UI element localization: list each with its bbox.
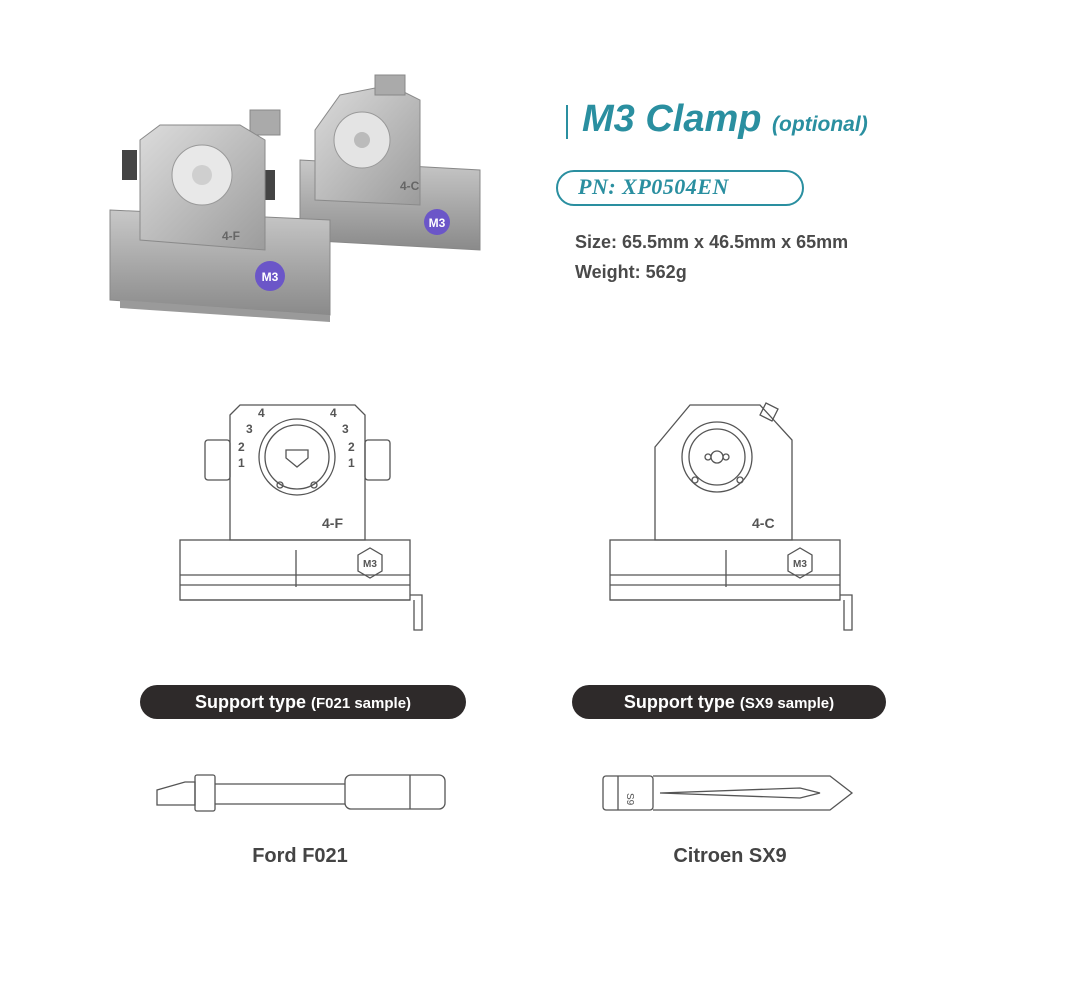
support-sample-f021: (F021 sample) — [310, 695, 412, 712]
scale-right-4: 4 — [330, 406, 337, 420]
scale-left-1: 1 — [238, 456, 245, 470]
drawing-code-f: 4-F — [322, 515, 343, 531]
key-label-f021: Ford F021 — [252, 845, 348, 867]
clamp-code-f: 4-F — [222, 229, 240, 243]
part-number: PN: XP0504EN — [578, 174, 729, 199]
size-spec: Size: 65.5mm x 46.5mm x 65mm — [575, 232, 849, 252]
clamp-4f-drawing: 4 3 2 1 4 3 2 1 4-F M3 — [179, 404, 423, 631]
ford-f021-key-drawing — [156, 774, 446, 812]
scale-right-1: 1 — [348, 456, 355, 470]
badge-text-f: M3 — [262, 270, 279, 284]
support-sample-sx9: (SX9 sample) — [739, 695, 835, 712]
support-type-pill-sx9: Support type (SX9 sample) — [572, 685, 886, 719]
support-type-pill-f021: Support type (F021 sample) — [140, 685, 466, 719]
scale-left-4: 4 — [258, 406, 265, 420]
weight-spec: Weight: 562g — [575, 262, 687, 282]
clamp-code-c: 4-C — [400, 179, 420, 193]
product-title-main: M3 Clamp — [582, 98, 762, 140]
product-title-suffix: (optional) — [772, 113, 868, 136]
support-type-label: Support type — [623, 692, 735, 712]
part-number-pill — [556, 170, 804, 206]
badge-text-c: M3 — [429, 216, 446, 230]
drawing-badge-f: M3 — [363, 559, 377, 570]
title-accent-bar — [566, 105, 568, 139]
sx9-key-mark: S9 — [624, 793, 635, 806]
support-type-label: Support type — [194, 692, 306, 712]
scale-left-2: 2 — [238, 440, 245, 454]
clamp-4c-drawing: 4-C M3 — [609, 402, 853, 631]
scale-right-3: 3 — [342, 422, 349, 436]
drawing-code-c: 4-C — [752, 515, 775, 531]
citroen-sx9-key-drawing: S9 — [602, 775, 854, 811]
key-label-sx9: Citroen SX9 — [673, 845, 787, 867]
product-title: M3 Clamp (optional) — [582, 98, 868, 141]
clamp-4f-photo: 4-F M3 — [109, 109, 331, 322]
drawing-badge-c: M3 — [793, 559, 807, 570]
scale-right-2: 2 — [348, 440, 355, 454]
product-photo: M3 4-C 4-F M3 — [109, 74, 481, 322]
scale-left-3: 3 — [246, 422, 253, 436]
clamp-4c-photo: M3 4-C — [299, 74, 481, 251]
